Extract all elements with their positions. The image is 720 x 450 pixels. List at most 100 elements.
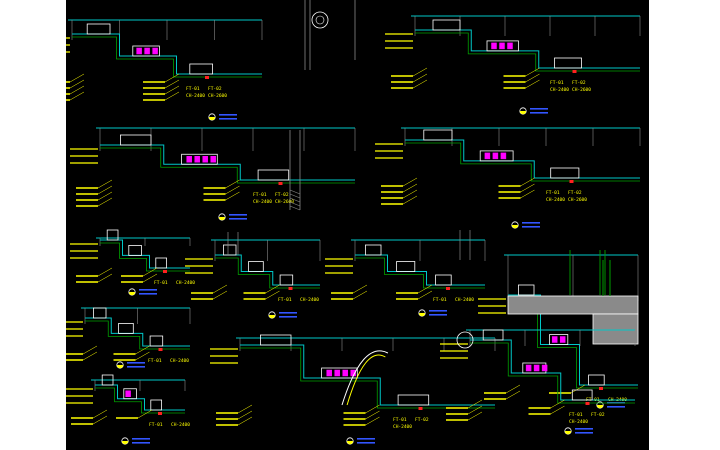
title-bar	[132, 442, 150, 444]
callout-leader	[212, 290, 228, 300]
stud-channel	[128, 244, 142, 256]
callout-leader	[164, 85, 180, 95]
stud-channel	[120, 134, 152, 146]
light-fixture	[334, 369, 340, 377]
callout-leader	[82, 345, 98, 355]
section-bubble-fill	[519, 111, 527, 115]
tag-label: CH-2400	[393, 424, 412, 430]
tag-label: FT-02	[415, 417, 429, 423]
title-bar	[522, 226, 540, 228]
ceiling-profile	[415, 29, 640, 69]
gypsum-board-line	[215, 257, 320, 289]
tag-label: FT-01	[186, 86, 200, 92]
callout-leader	[82, 351, 98, 361]
stud-channel	[321, 367, 358, 379]
detail-title-block	[268, 311, 297, 319]
callout-leader	[365, 416, 380, 426]
title-bar	[127, 366, 145, 368]
section-marker	[599, 387, 603, 390]
title-bar	[429, 314, 447, 316]
callout-leader	[92, 415, 108, 425]
stud-channel	[189, 63, 214, 75]
section-bubble-fill	[564, 431, 572, 435]
tag-label: FT-01	[148, 358, 162, 364]
hatch-line	[289, 201, 301, 207]
stud-channel	[132, 45, 160, 57]
section-bubble-fill	[116, 365, 124, 369]
section-marker	[585, 402, 590, 405]
callout-leader	[137, 409, 153, 419]
tag-label: FT-02	[568, 190, 582, 196]
tag-label: CH-2400	[186, 93, 205, 99]
pipe-section	[311, 11, 329, 29]
stud-channel	[150, 399, 163, 411]
detail-title-block	[121, 437, 150, 445]
light-fixture	[492, 152, 499, 160]
light-fixture	[152, 47, 158, 55]
stud-channel	[364, 244, 382, 256]
callout-leader	[265, 290, 280, 300]
light-fixture	[125, 390, 131, 397]
section-bubble-fill	[511, 225, 519, 229]
callout-leader	[69, 73, 85, 83]
hatch-line	[289, 205, 301, 211]
tag-label: CH-2400	[455, 297, 474, 303]
callout-leader	[97, 185, 113, 195]
detail-title-block	[218, 213, 247, 221]
light-fixture	[144, 47, 150, 55]
pipe-section	[315, 15, 325, 25]
light-fixture	[525, 364, 532, 372]
stud-channel	[571, 389, 593, 401]
title-bar	[575, 428, 593, 430]
light-fixture	[136, 47, 142, 55]
section-marker	[158, 412, 162, 415]
title-bar	[127, 362, 145, 364]
tag-label: CH-2600	[568, 197, 587, 203]
section-marker	[163, 270, 167, 273]
tag-label: CH-2600	[208, 93, 227, 99]
title-bar	[530, 108, 548, 110]
title-bar	[575, 432, 593, 434]
stud-channel	[479, 150, 514, 162]
hatch-line	[289, 189, 301, 195]
stud-channel	[149, 335, 164, 347]
callout-leader	[467, 399, 483, 409]
stud-channel	[397, 394, 430, 406]
tag-label: FT-01	[433, 297, 447, 303]
detail-title-block	[116, 361, 145, 369]
tag-label: CH-2400	[253, 199, 272, 205]
title-bar	[229, 214, 247, 216]
callout-leader	[365, 404, 380, 414]
title-bar	[139, 293, 157, 295]
callout-leader	[97, 191, 113, 201]
callout-leader	[365, 410, 380, 420]
callout-leader	[402, 189, 418, 199]
tag-label: FT-01	[149, 422, 163, 428]
light-fixture	[499, 42, 505, 50]
concrete-column	[592, 313, 639, 345]
tag-label: CH-2400	[546, 197, 565, 203]
callout-leader	[225, 185, 240, 195]
callout-leader	[505, 384, 521, 394]
callout-leader	[412, 67, 428, 77]
light-fixture	[186, 156, 192, 163]
section-marker	[288, 287, 293, 290]
title-bar	[219, 114, 237, 116]
detail-title-block	[418, 309, 447, 317]
stud-channel	[550, 167, 580, 179]
detail-title-block	[346, 437, 375, 445]
callout-leader	[417, 290, 433, 300]
gypsum-board-line	[95, 387, 185, 414]
detail-title-block	[128, 288, 157, 296]
hatch-line	[289, 193, 301, 199]
